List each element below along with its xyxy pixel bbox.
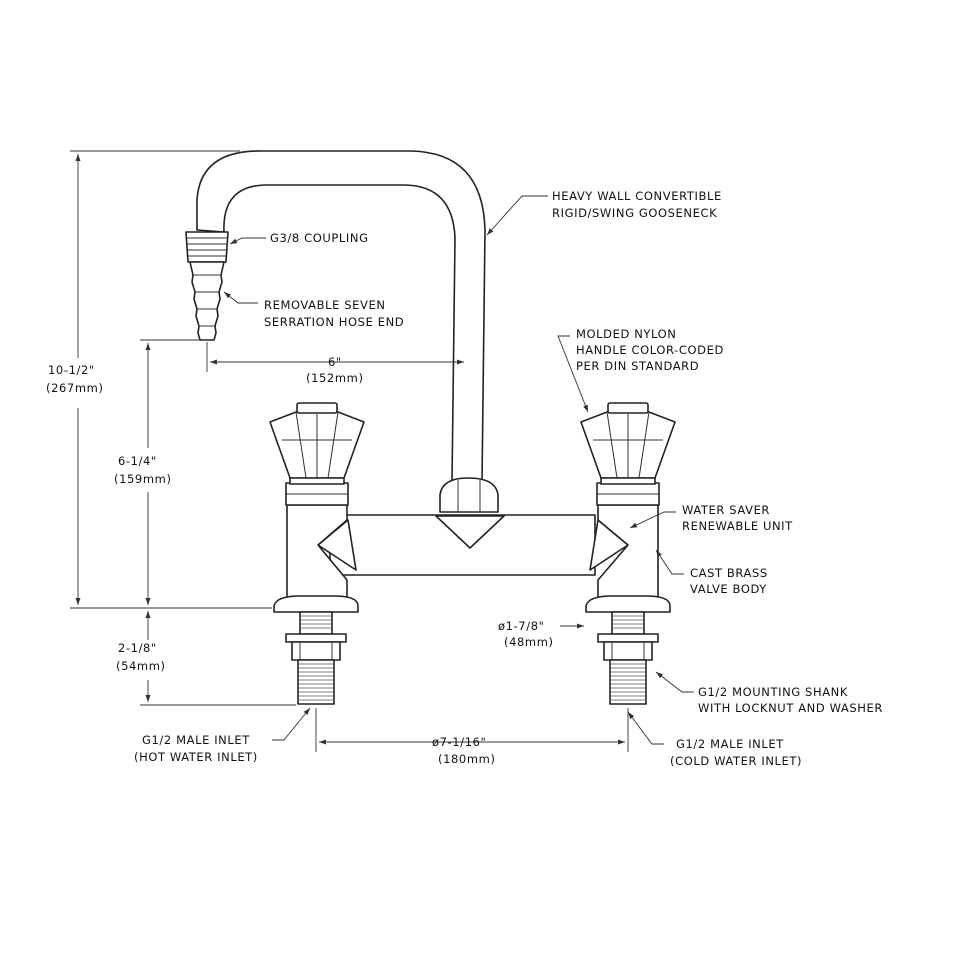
dim-overall-height-mm: (267mm): [46, 381, 104, 395]
dim-spout-height: 6-1/4": [118, 454, 157, 468]
dim-spout-reach: 6": [328, 355, 342, 369]
callout-gooseneck-line2: RIGID/SWING GOOSENECK: [552, 206, 717, 220]
hot-valve-threads: [299, 615, 333, 701]
dim-flange-diameter-mm: (48mm): [504, 635, 554, 649]
callout-handle-line1: MOLDED NYLON: [576, 327, 677, 341]
dim-spout-height-mm: (159mm): [114, 472, 172, 486]
callout-water-saver-line1: WATER SAVER: [682, 503, 770, 517]
callout-shank-line2: WITH LOCKNUT AND WASHER: [698, 701, 883, 715]
dim-shank-length: 2-1/8": [118, 641, 157, 655]
g38-coupling: [185, 231, 229, 263]
cold-valve: [580, 402, 676, 705]
dim-shank-length-mm: (54mm): [116, 659, 166, 673]
callout-cold-inlet-line2: (COLD WATER INLET): [670, 754, 802, 768]
callout-hot-inlet-line1: G1/2 MALE INLET: [142, 733, 250, 747]
spout-base-nut: [439, 477, 499, 513]
dim-centers: ø7-1/16": [432, 735, 486, 749]
callout-hose-end-line1: REMOVABLE SEVEN: [264, 298, 386, 312]
leader-lines: [223, 195, 694, 745]
callout-handle-line3: PER DIN STANDARD: [576, 359, 699, 373]
callout-hot-inlet-line2: (HOT WATER INLET): [134, 750, 258, 764]
callout-hose-end-line2: SERRATION HOSE END: [264, 315, 404, 329]
dim-flange-diameter: ø1-7/8": [498, 619, 545, 633]
callout-shank-line1: G1/2 MOUNTING SHANK: [698, 685, 848, 699]
callout-valve-body-line1: CAST BRASS: [690, 566, 768, 580]
callout-cold-inlet-line1: G1/2 MALE INLET: [676, 737, 784, 751]
cold-valve-threads: [611, 615, 645, 701]
callout-water-saver-line2: RENEWABLE UNIT: [682, 519, 793, 533]
dim-spout-reach-mm: (152mm): [306, 371, 364, 385]
bridge-body: [317, 514, 629, 576]
callout-valve-body-line2: VALVE BODY: [690, 582, 767, 596]
callout-coupling: G3/8 COUPLING: [270, 231, 369, 245]
dim-centers-mm: (180mm): [438, 752, 496, 766]
hot-valve: [269, 402, 365, 705]
callout-gooseneck-line1: HEAVY WALL CONVERTIBLE: [552, 189, 722, 203]
gooseneck-spout: [196, 150, 486, 483]
dimension-lines: [70, 150, 629, 752]
callout-handle-line2: HANDLE COLOR-CODED: [576, 343, 724, 357]
dim-overall-height: 10-1/2": [48, 363, 95, 377]
serrated-hose-end: [189, 261, 225, 341]
